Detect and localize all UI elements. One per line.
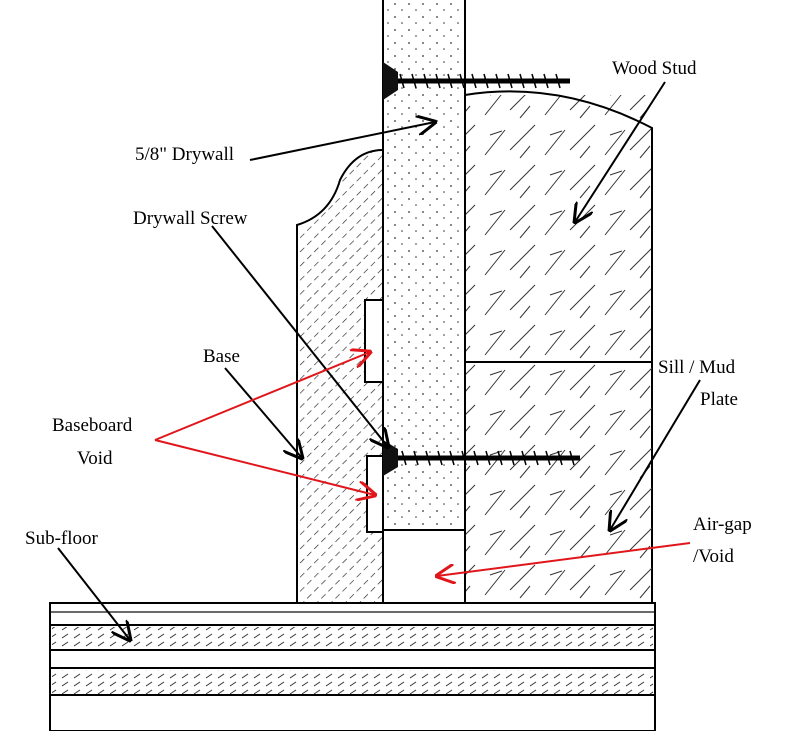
subfloor (49, 602, 656, 731)
label-drywall: 5/8" Drywall (135, 144, 234, 165)
arrow-void-lower (154, 439, 375, 495)
arrow-sill-plate (610, 379, 701, 530)
label-baseboard-void-1: Baseboard (52, 415, 133, 436)
label-subfloor: Sub-floor (25, 528, 99, 549)
label-drywall-screw: Drywall Screw (133, 208, 248, 229)
label-sill-2: Plate (700, 389, 738, 410)
arrow-drywall (249, 122, 435, 161)
arrow-void-upper (154, 352, 370, 441)
arrow-wood-stud (575, 81, 666, 222)
label-sill-1: Sill / Mud (658, 357, 736, 378)
label-air-gap-2: /Void (693, 546, 734, 567)
arrow-drywall-screw (211, 225, 388, 447)
sill-plate (465, 361, 652, 603)
baseboard-void-upper (364, 299, 384, 383)
arrow-base (224, 367, 302, 458)
drywall-screw-upper (383, 62, 570, 100)
label-wood-stud: Wood Stud (612, 58, 697, 79)
label-base: Base (203, 346, 240, 367)
arrow-subfloor (57, 547, 130, 640)
wood-stud (464, 90, 653, 603)
label-air-gap-1: Air-gap (693, 514, 752, 535)
label-baseboard-void-2: Void (77, 448, 113, 469)
arrow-air-gap (437, 542, 691, 576)
